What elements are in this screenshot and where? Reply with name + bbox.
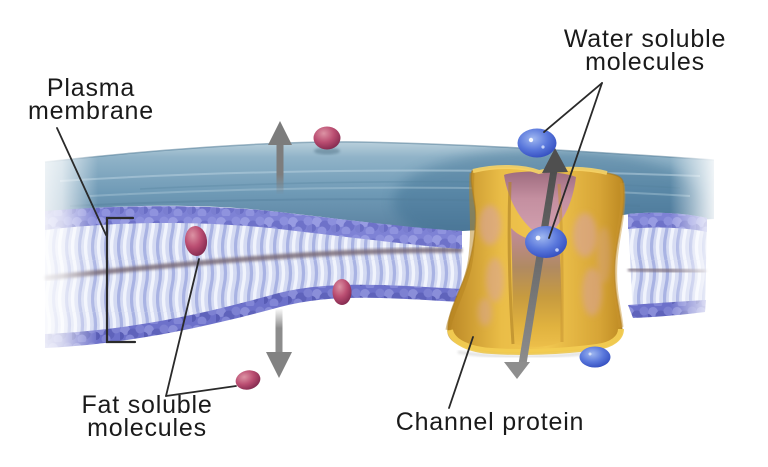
plasma-membrane-leader — [56, 127, 107, 236]
fat-soluble-molecule-2 — [184, 226, 208, 256]
lipid-heads-top-left — [45, 206, 462, 249]
fat-soluble-leader-1 — [165, 258, 200, 397]
plasma-membrane-bracket — [105, 216, 137, 344]
fat-soluble-label-line2: molecules — [87, 414, 207, 442]
water-soluble-molecule-1 — [517, 128, 557, 158]
channel-pink-mottling — [478, 205, 611, 326]
molecule-shadow — [314, 147, 340, 155]
channel-double-arrow-icon — [504, 148, 568, 379]
molecules — [184, 126, 611, 390]
fat-soluble-label-line1: Fat soluble — [81, 391, 213, 419]
plasma-membrane-label: Plasma membrane — [28, 74, 154, 125]
lipid-bilayer-left — [44, 206, 463, 348]
down-arrow-icon — [266, 309, 292, 378]
fat-soluble-molecule-1 — [313, 126, 341, 150]
channel-top-rim — [472, 164, 608, 175]
lipid-tails-left — [45, 207, 462, 347]
water-soluble-label-line1: Water soluble — [563, 25, 727, 53]
fat-soluble-label: Fat soluble molecules — [81, 391, 213, 442]
right-fade — [670, 122, 768, 358]
water-soluble-label: Water soluble molecules — [563, 25, 727, 76]
water-soluble-molecule-3 — [579, 346, 611, 368]
channel-bottom-rim — [447, 328, 624, 355]
channel-protein-label: Channel protein — [395, 408, 585, 436]
up-arrow-icon — [268, 121, 292, 194]
water-soluble-leader-2 — [548, 82, 603, 239]
left-fade — [26, 128, 98, 368]
channel-protein-leader — [448, 336, 474, 409]
fat-soluble-molecule-3 — [235, 370, 261, 390]
channel-protein-label-line1: Channel protein — [395, 408, 585, 436]
fat-soluble-leader-2 — [165, 385, 237, 397]
leader-lines — [56, 82, 603, 409]
water-soluble-label-line2: molecules — [585, 48, 705, 76]
fat-soluble-molecule-4 — [332, 279, 352, 305]
plasma-membrane-label-line2: membrane — [28, 97, 154, 125]
membrane-top-edge — [44, 141, 715, 163]
plasma-membrane-label-line1: Plasma — [46, 74, 136, 102]
lipid-heads-bottom-left — [45, 284, 462, 348]
water-soluble-molecule-2 — [525, 226, 567, 258]
water-soluble-leader-1 — [543, 82, 603, 133]
